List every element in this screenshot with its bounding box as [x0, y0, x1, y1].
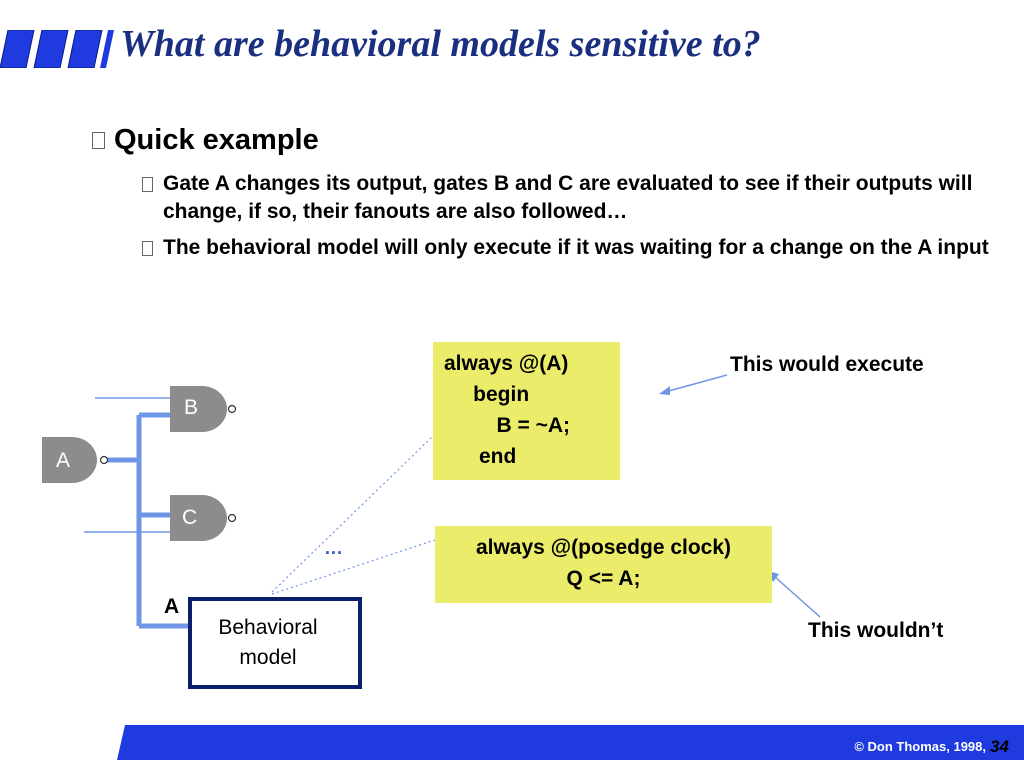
- sub-bullet-1-text: Gate A changes its output, gates B and C…: [163, 172, 973, 223]
- slide-title: What are behavioral models sensitive to?: [120, 23, 761, 65]
- arrowhead-execute: [659, 386, 670, 395]
- bullet-square-icon: [92, 132, 105, 149]
- gate-a: A: [42, 437, 109, 483]
- code-box-always-posedge: always @(posedge clock) Q <= A;: [435, 526, 772, 603]
- ellipsis: …: [324, 538, 344, 559]
- page-number: 34: [990, 737, 1009, 756]
- code-line: Q <= A;: [566, 567, 641, 590]
- code-line: always @(A): [444, 352, 569, 375]
- behavioral-model-line1: Behavioral: [218, 616, 318, 639]
- gate-b-label: B: [184, 396, 198, 419]
- gate-c-label: C: [182, 506, 197, 529]
- code-line: B = ~A;: [444, 414, 571, 437]
- gate-c: C: [170, 495, 237, 541]
- sub-bullet-2-text: The behavioral model will only execute i…: [163, 236, 989, 259]
- bullet-main-text: Quick example: [114, 124, 319, 156]
- footer-bar: [117, 725, 1024, 760]
- behavioral-model-line2: model: [239, 646, 297, 669]
- code-box-always-a: always @(A) begin B = ~A; end: [433, 342, 620, 480]
- bullet-square-icon: [142, 241, 153, 256]
- dotted-link-2: [271, 539, 436, 595]
- annotation-execute: This would execute: [730, 353, 924, 376]
- code-line: end: [444, 445, 517, 468]
- gate-a-label: A: [56, 449, 70, 472]
- behavioral-model-box: Behavioral model: [188, 597, 362, 689]
- arrow-wont: [773, 575, 821, 618]
- behavioral-input-label: A: [164, 595, 180, 618]
- arrow-execute: [664, 374, 728, 393]
- logo-bars: [0, 30, 114, 68]
- bullet-main: Quick example: [92, 124, 319, 157]
- sub-bullet-1: Gate A changes its output, gates B and C…: [142, 170, 1012, 226]
- annotation-wont: This wouldn’t: [808, 619, 944, 642]
- code-line: begin: [444, 383, 530, 406]
- bullet-square-icon: [142, 177, 153, 192]
- dotted-link-1: [271, 435, 434, 593]
- code-line: always @(posedge clock): [475, 536, 732, 559]
- footer-copyright: © Don Thomas, 1998,: [854, 739, 986, 754]
- gate-b: B: [170, 386, 237, 432]
- sub-bullet-2: The behavioral model will only execute i…: [142, 234, 1012, 262]
